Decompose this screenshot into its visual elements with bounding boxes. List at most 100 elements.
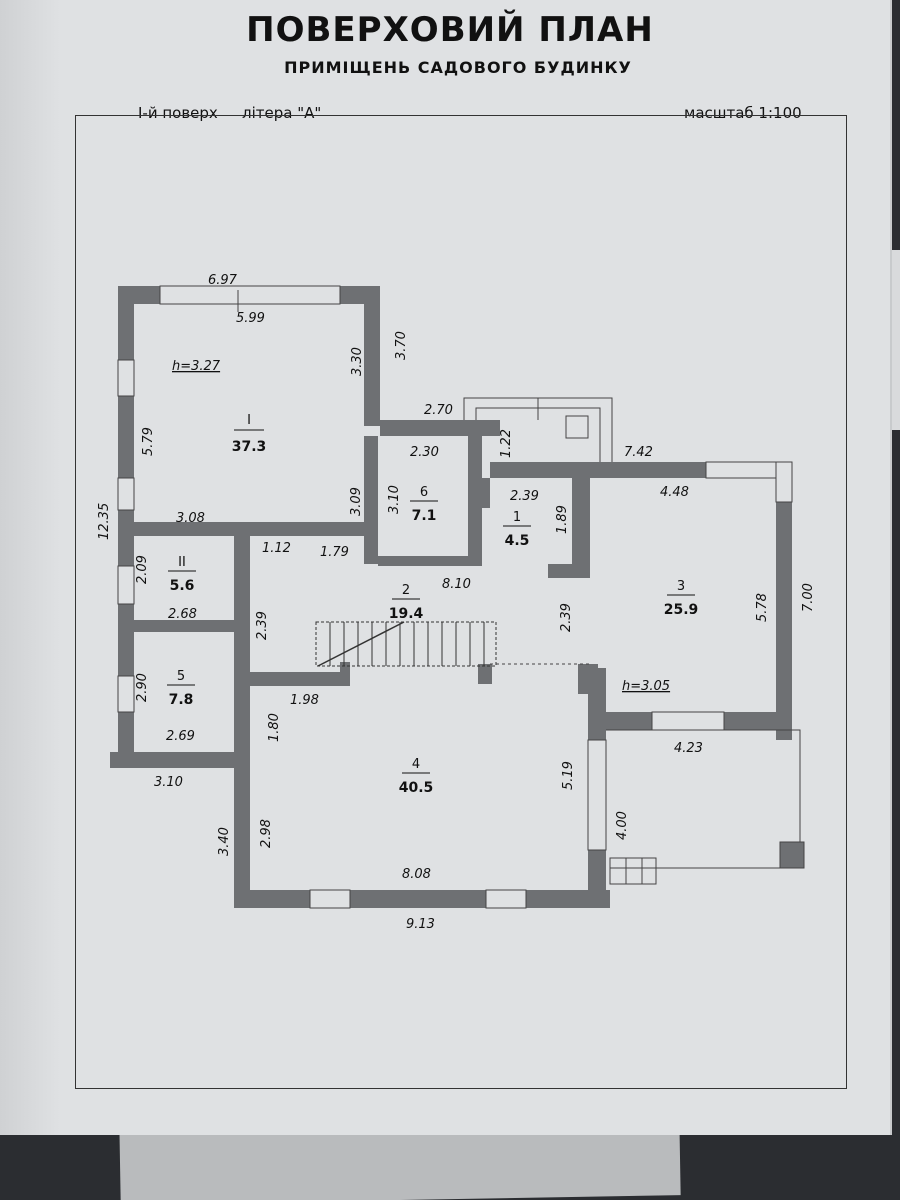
room-3-number: 3 [677,579,685,594]
dim-1-89: 1.89 [555,505,570,534]
room-1-area: 4.5 [505,533,530,549]
dim-2-90: 2.90 [135,673,150,702]
room-4-number: 4 [412,757,420,772]
dim-1-22: 1.22 [499,429,514,458]
dim-4-48: 4.48 [660,485,689,500]
window-room4-south-1 [309,889,351,909]
room4-south-wall [234,890,610,908]
window-west-2 [117,477,135,511]
room-ii-south-wall [118,620,238,632]
porch-column [565,415,589,439]
room-i-area: 37.3 [232,439,267,455]
room-6-area: 7.1 [412,508,437,524]
dim-9-13: 9.13 [406,917,435,932]
windows [117,285,793,909]
stair-outline [315,621,497,667]
dim-3-30: 3.30 [350,347,365,376]
west-outer-wall [118,286,134,766]
scale-label: масштаб 1:100 [684,104,802,122]
room-ii-number: II [178,555,186,570]
upper-mid-wall [380,420,500,436]
dim-2-39-left: 2.39 [255,611,270,640]
window-room3-east [775,461,793,503]
dim-3-40: 3.40 [217,827,232,856]
dim-1-98: 1.98 [290,693,319,708]
room-labels: I 37.3 II 5.6 6 7.1 1 4.5 2 19.4 3 25.9 … [167,359,698,796]
room-ii-area: 5.6 [170,578,195,594]
dim-2-98: 2.98 [259,819,274,848]
room6-south-wall [378,556,482,566]
room-6-number: 6 [420,485,428,500]
room-3-area: 25.9 [664,602,699,618]
room-5-area: 7.8 [169,692,194,708]
room-2-number: 2 [402,583,410,598]
dim-5-99: 5.99 [236,311,265,326]
room6-west-wall [364,436,378,564]
small-rooms-east-wall [234,536,250,768]
dim-3-08: 3.08 [176,511,205,526]
dim-2-68: 2.68 [168,607,197,622]
dim-3-10-bottom: 3.10 [154,775,183,790]
stair-post [478,664,492,684]
dim-2-70: 2.70 [424,403,453,418]
dim-2-09: 2.09 [135,555,150,584]
dim-2-30: 2.30 [410,445,439,460]
dim-6-97: 6.97 [208,273,238,288]
dim-5-19: 5.19 [561,761,576,790]
dim-7-00: 7.00 [801,583,816,612]
window-north [159,285,341,305]
dim-3-09: 3.09 [349,487,364,516]
room3-return-wall [548,564,576,578]
room-2-area: 19.4 [389,606,424,622]
plan-subtitle: ПРИМІЩЕНЬ САДОВОГО БУДИНКУ [284,58,632,77]
letter-label: літера "А" [242,104,322,122]
stair-arrow [317,621,405,667]
room1b-west-wall [474,478,490,508]
paper-fold-shadow [0,0,60,1135]
dim-3-10: 3.10 [387,485,402,514]
dim-8-10: 8.10 [442,577,471,592]
floor-plan-sheet: ПОВЕРХОВИЙ ПЛАН ПРИМІЩЕНЬ САДОВОГО БУДИН… [0,0,892,1135]
dim-5-78: 5.78 [755,593,770,622]
room-4-area: 40.5 [399,780,434,796]
window-west-1 [117,359,135,397]
room4-north-wall-left [250,672,340,686]
staircase [315,621,497,667]
walls [110,286,792,908]
height-room-i: h=3.27 [172,359,221,374]
window-west-3 [117,565,135,605]
window-room3-north [705,461,777,479]
dim-3-70: 3.70 [394,331,409,360]
window-west-4 [117,675,135,713]
dim-4-23: 4.23 [674,741,703,756]
terrace-steps [609,857,657,885]
room1-south-wall [134,522,364,536]
room-1-number: 1 [513,510,521,525]
dim-1-80: 1.80 [267,713,282,742]
plan-frame [75,115,847,1089]
room3-west-wall [572,478,590,578]
dim-8-08: 8.08 [402,867,431,882]
dim-2-39-right: 2.39 [559,603,574,632]
window-room3-south [651,711,725,731]
dim-4-00: 4.00 [615,811,630,840]
floor-label: І-й поверх [138,104,218,122]
window-room4-south-2 [485,889,527,909]
height-room-3: h=3.05 [622,679,670,694]
lower-terrace [606,729,801,869]
dim-1-12: 1.12 [262,541,291,556]
room-5-number: 5 [177,669,185,684]
dimension-labels: 6.97 5.99 3.70 3.30 5.79 12.35 2.70 1.22… [97,273,816,932]
dim-1-79: 1.79 [320,545,349,560]
room3-east-wall [776,462,792,740]
stair-end-wall [340,662,350,686]
room4-west-wall [234,752,250,908]
dim-12-35: 12.35 [97,503,112,540]
room4-north-wall-right [578,664,598,694]
door-room4-east [587,739,607,851]
plan-title: ПОВЕРХОВИЙ ПЛАН [246,10,654,50]
dim-2-69: 2.69 [166,729,195,744]
dim-5-79: 5.79 [141,427,156,456]
